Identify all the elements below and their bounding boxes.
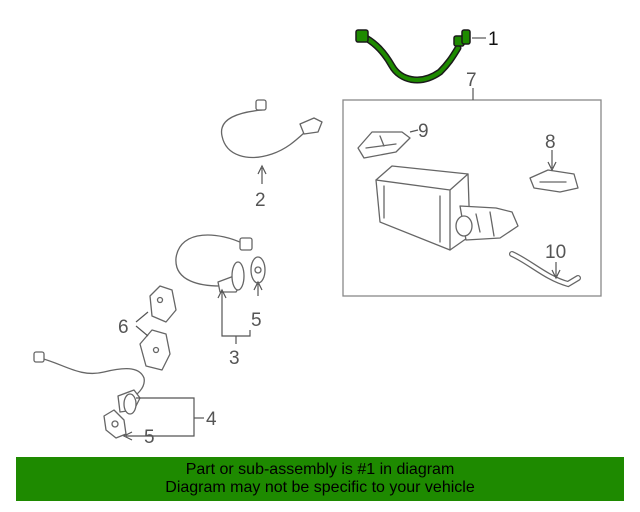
callout-8: 8 xyxy=(545,132,556,153)
part-10-hose[interactable] xyxy=(509,251,581,288)
parts-diagram: 1 7 9 8 10 2 xyxy=(33,29,602,448)
leader-3 xyxy=(221,292,251,344)
callout-7: 7 xyxy=(466,70,477,91)
part-6-heat-shield-upper[interactable] xyxy=(149,285,177,323)
info-banner: Part or sub-assembly is #1 in diagram Di… xyxy=(16,457,624,501)
callout-5-upper: 5 xyxy=(251,310,262,331)
part-5-gasket-lower[interactable] xyxy=(103,409,127,439)
part-6-heat-shield-lower[interactable] xyxy=(139,329,171,371)
part-3-oxygen-sensor[interactable] xyxy=(175,234,253,293)
callout-6: 6 xyxy=(118,317,129,338)
part-2-oxygen-sensor[interactable] xyxy=(221,99,323,158)
callout-3: 3 xyxy=(229,348,240,369)
part-9-bracket[interactable] xyxy=(357,131,411,159)
leader-4 xyxy=(126,397,195,437)
callout-2: 2 xyxy=(255,190,266,211)
banner-line-2: Diagram may not be specific to your vehi… xyxy=(165,479,475,496)
banner-line-1: Part or sub-assembly is #1 in diagram xyxy=(185,461,455,478)
part-8-clip[interactable] xyxy=(529,169,579,193)
part-4-oxygen-sensor[interactable] xyxy=(33,351,145,415)
callout-9: 9 xyxy=(418,121,429,142)
part-1-oxygen-sensor[interactable] xyxy=(355,29,471,84)
callout-5-lower: 5 xyxy=(144,427,155,448)
callout-1: 1 xyxy=(488,29,499,50)
part-7-box xyxy=(342,99,602,297)
callout-10: 10 xyxy=(545,242,566,263)
leader-6 xyxy=(135,311,149,337)
part-5-gasket-upper[interactable] xyxy=(250,256,266,284)
callout-4: 4 xyxy=(206,409,217,430)
part-7-charcoal-canister[interactable] xyxy=(375,165,519,251)
leader-9 xyxy=(409,129,419,133)
